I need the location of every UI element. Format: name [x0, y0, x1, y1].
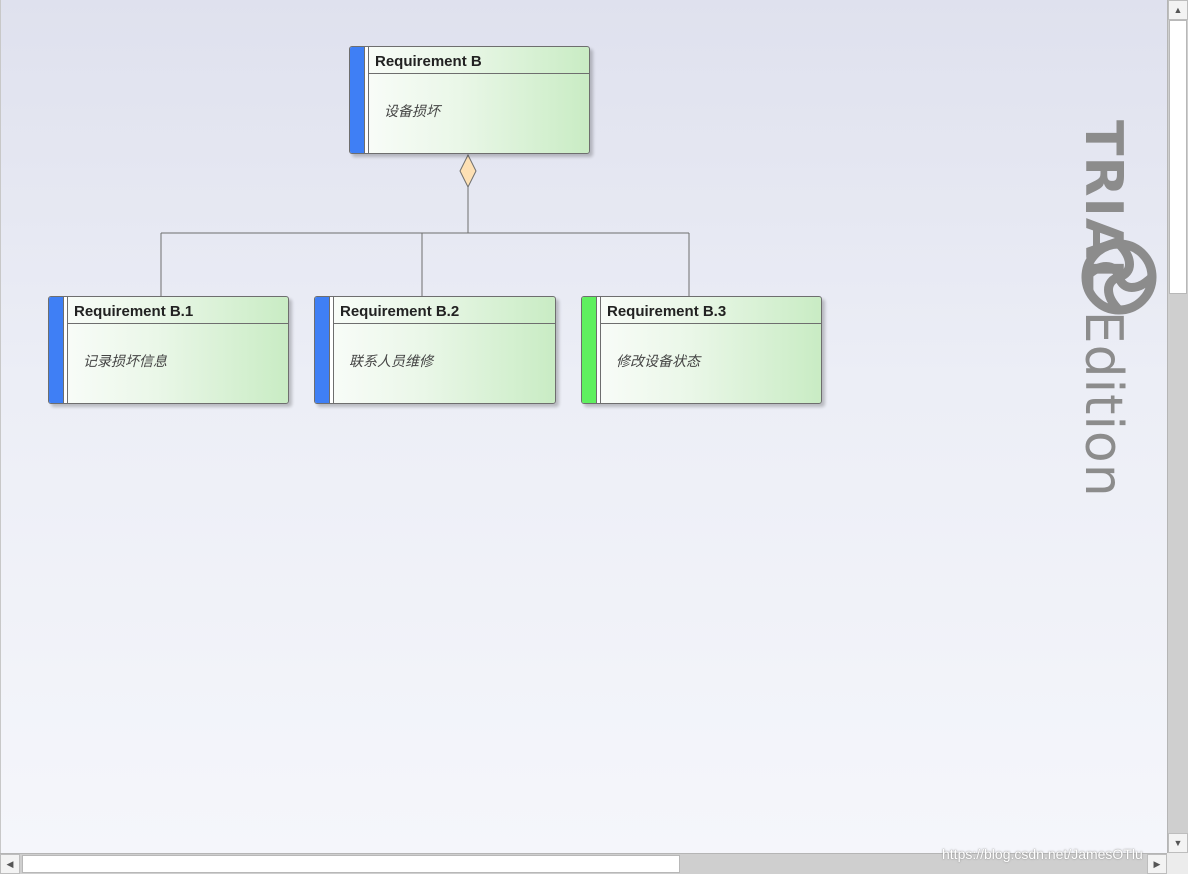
scrollbar-corner: [1167, 853, 1188, 874]
requirement-description: 联系人员维修: [349, 353, 433, 369]
requirement-title: Requirement B: [369, 47, 589, 74]
requirement-description: 修改设备状态: [616, 353, 700, 369]
source-credit-watermark: https://blog.csdn.net/JamesOTlu: [942, 846, 1143, 862]
requirement-node-b3[interactable]: Requirement B.3 修改设备状态: [581, 296, 822, 404]
requirement-node-b2[interactable]: Requirement B.2 联系人员维修: [314, 296, 556, 404]
ea-swirl-logo-icon: [1081, 239, 1157, 315]
requirement-stripe: [49, 297, 68, 403]
requirement-stripe: [350, 47, 369, 153]
arrow-up-icon[interactable]: ▲: [1168, 0, 1188, 20]
requirement-title: Requirement B.2: [334, 297, 555, 324]
vertical-scrollbar[interactable]: ▲ ▼: [1167, 0, 1188, 853]
watermark-bold: TRIAL: [1073, 120, 1133, 294]
diagram-canvas[interactable]: Requirement B 设备损坏 Requirement B.1 记录损坏信…: [0, 0, 1168, 853]
requirement-stripe: [582, 297, 601, 403]
vertical-scroll-thumb[interactable]: [1169, 20, 1187, 294]
trial-edition-watermark: TRIAL Edition: [1073, 120, 1133, 498]
requirement-title: Requirement B.3: [601, 297, 821, 324]
aggregation-diamond-icon[interactable]: [459, 153, 477, 189]
requirement-description: 设备损坏: [384, 103, 440, 119]
watermark-light: Edition: [1073, 310, 1133, 498]
arrow-right-icon[interactable]: ▶: [1147, 854, 1167, 874]
requirement-description: 记录损坏信息: [83, 353, 167, 369]
horizontal-scrollbar[interactable]: ◀ ▶: [0, 853, 1167, 874]
arrow-left-icon[interactable]: ◀: [0, 854, 20, 874]
requirement-node-b[interactable]: Requirement B 设备损坏: [349, 46, 590, 154]
requirement-title: Requirement B.1: [68, 297, 288, 324]
requirement-stripe: [315, 297, 334, 403]
arrow-down-icon[interactable]: ▼: [1168, 833, 1188, 853]
requirement-node-b1[interactable]: Requirement B.1 记录损坏信息: [48, 296, 289, 404]
connector-layer: [160, 153, 690, 296]
horizontal-scroll-thumb[interactable]: [22, 855, 680, 873]
